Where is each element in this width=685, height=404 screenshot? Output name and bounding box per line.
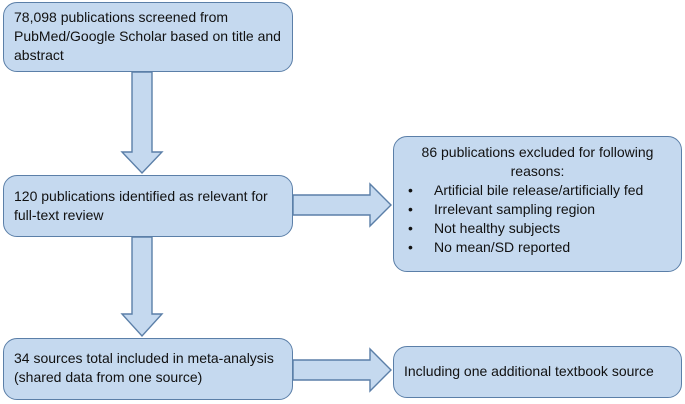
textbook-box: Including one additional textbook source — [393, 346, 682, 398]
arrow-right-1 — [292, 182, 392, 228]
relevant-text: 120 publications identified as relevant … — [14, 188, 268, 223]
included-text: 34 sources total included in meta-analys… — [14, 350, 274, 385]
excluded-reasons-list: Artificial bile release/artificially fed… — [404, 181, 671, 257]
reason-item: Not healthy subjects — [404, 219, 671, 238]
included-box: 34 sources total included in meta-analys… — [3, 338, 293, 400]
screened-box: 78,098 publications screened from PubMed… — [3, 2, 293, 72]
textbook-text: Including one additional textbook source — [404, 363, 654, 379]
reason-item: No mean/SD reported — [404, 238, 671, 257]
excluded-header: 86 publications excluded for following r… — [421, 144, 654, 179]
arrow-down-1 — [120, 71, 164, 175]
reason-item: Irrelevant sampling region — [404, 200, 671, 219]
screened-text: 78,098 publications screened from PubMed… — [14, 9, 281, 63]
reason-item: Artificial bile release/artificially fed — [404, 181, 671, 200]
relevant-box: 120 publications identified as relevant … — [3, 175, 293, 237]
arrow-right-2 — [292, 347, 392, 393]
excluded-box: 86 publications excluded for following r… — [393, 136, 682, 272]
arrow-down-2 — [120, 236, 164, 338]
